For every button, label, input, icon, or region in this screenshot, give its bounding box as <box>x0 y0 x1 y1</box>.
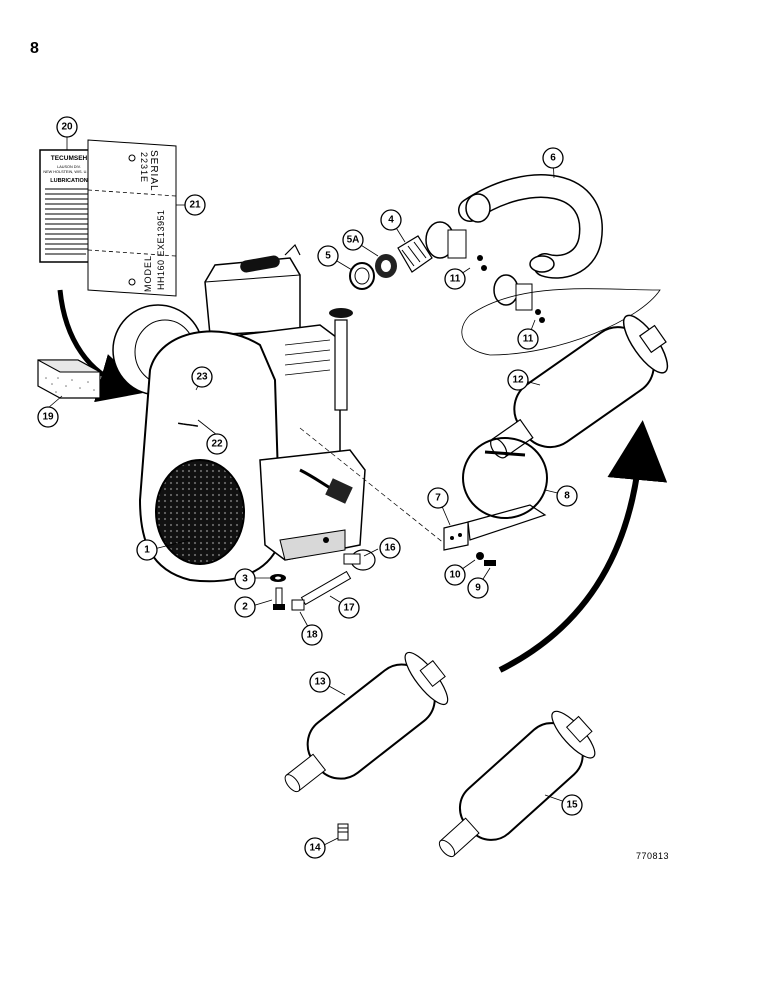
muffler-clamp <box>462 437 548 519</box>
callout-4: 4 <box>380 209 402 231</box>
replacement-arrow <box>498 420 668 673</box>
callout-15: 15 <box>561 794 583 816</box>
svg-text:6: 6 <box>550 153 556 164</box>
nameplate-model-value: HH160 EXE13951 <box>156 209 166 290</box>
callout-12: 12 <box>507 369 529 391</box>
engine-assembly: ▬▬▬▬ <box>112 243 451 583</box>
page-number: 8 <box>30 40 39 57</box>
svg-text:1: 1 <box>144 545 150 556</box>
callout-18: 18 <box>301 624 323 646</box>
muffler-alt-15 <box>438 710 596 858</box>
callout-20: 20 <box>56 116 78 138</box>
muffler-main <box>490 314 669 459</box>
muffler-bracket <box>443 504 547 551</box>
housing-decal: ▬▬▬▬ <box>178 420 199 429</box>
svg-text:20: 20 <box>61 122 73 133</box>
drain-cap-18 <box>291 599 305 611</box>
svg-text:9: 9 <box>475 583 481 594</box>
nameplate-serial-label: SERIAL <box>148 150 159 192</box>
adapter-16 <box>343 549 376 571</box>
callout-10: 10 <box>444 564 466 586</box>
nameplate-model-label: MODEL <box>143 255 153 292</box>
callout-7: 7 <box>427 487 449 509</box>
svg-text:4: 4 <box>388 215 394 226</box>
svg-text:21: 21 <box>189 200 201 211</box>
decal-location-arrow <box>57 289 150 403</box>
serial-nameplate: SERIAL 2231E MODEL HH160 EXE13951 <box>87 139 177 297</box>
washer-3 <box>270 574 286 582</box>
callout-8: 8 <box>556 485 578 507</box>
decal-brand: TECUMSEH <box>51 155 88 162</box>
svg-text:10: 10 <box>449 570 461 581</box>
callout-23: 23 <box>191 366 213 388</box>
svg-text:14: 14 <box>309 843 321 854</box>
svg-text:17: 17 <box>343 603 355 614</box>
decal-maker-line-2: NEW HOLSTEIN, WIS. U.S.A. <box>43 170 94 174</box>
foam-pad <box>37 359 101 399</box>
muffler-alt-13 <box>284 651 449 793</box>
hex-nut <box>476 552 484 560</box>
callout-2: 2 <box>234 596 256 618</box>
svg-text:5A: 5A <box>347 235 360 246</box>
svg-text:5: 5 <box>325 251 331 262</box>
svg-text:22: 22 <box>211 439 223 450</box>
callout-11-upper: 11 <box>444 268 466 290</box>
callout-21: 21 <box>184 194 206 216</box>
svg-text:19: 19 <box>42 412 54 423</box>
callout-1: 1 <box>136 539 158 561</box>
decal-fine-print <box>45 188 93 255</box>
callout-5: 5 <box>317 245 339 267</box>
callout-19: 19 <box>37 406 59 428</box>
svg-text:8: 8 <box>564 491 570 502</box>
svg-text:15: 15 <box>566 800 578 811</box>
lock-washer <box>375 254 397 278</box>
nameplate-serial-value: 2231E <box>139 152 149 183</box>
svg-text:3: 3 <box>242 574 248 585</box>
exhaust-clamp-lower <box>493 274 545 323</box>
callout-6: 6 <box>542 147 564 169</box>
cap-screw-2 <box>273 587 285 610</box>
cap-screw-9 <box>484 560 496 566</box>
svg-text:12: 12 <box>512 375 524 386</box>
exhaust-gasket <box>349 262 375 290</box>
svg-text:2: 2 <box>242 602 248 613</box>
svg-text:13: 13 <box>314 677 326 688</box>
callout-17: 17 <box>338 597 360 619</box>
svg-text:7: 7 <box>435 493 441 504</box>
callout-5a: 5A <box>342 229 364 251</box>
decal-section: LUBRICATION <box>50 178 88 184</box>
exhaust-elbow <box>397 235 433 273</box>
drain-plug-14 <box>337 823 349 841</box>
callout-11-lower: 11 <box>517 328 539 350</box>
callout-3: 3 <box>234 568 256 590</box>
svg-text:11: 11 <box>523 334 534 345</box>
callout-9: 9 <box>467 577 489 599</box>
callout-13: 13 <box>309 671 331 693</box>
callout-16: 16 <box>379 537 401 559</box>
svg-text:11: 11 <box>450 274 461 285</box>
svg-text:23: 23 <box>196 372 208 383</box>
svg-text:18: 18 <box>306 630 318 641</box>
svg-text:16: 16 <box>384 543 396 554</box>
callout-14: 14 <box>304 837 326 859</box>
decal-maker-line-1: LAUSON DIV. <box>57 165 81 169</box>
figure-code: 770813 <box>636 851 670 861</box>
exhaust-clamp-upper <box>425 221 487 271</box>
callouts: 1 2 3 4 5 5A 6 7 8 9 10 11 11 12 13 14 1… <box>37 116 583 859</box>
callout-22: 22 <box>206 433 228 455</box>
